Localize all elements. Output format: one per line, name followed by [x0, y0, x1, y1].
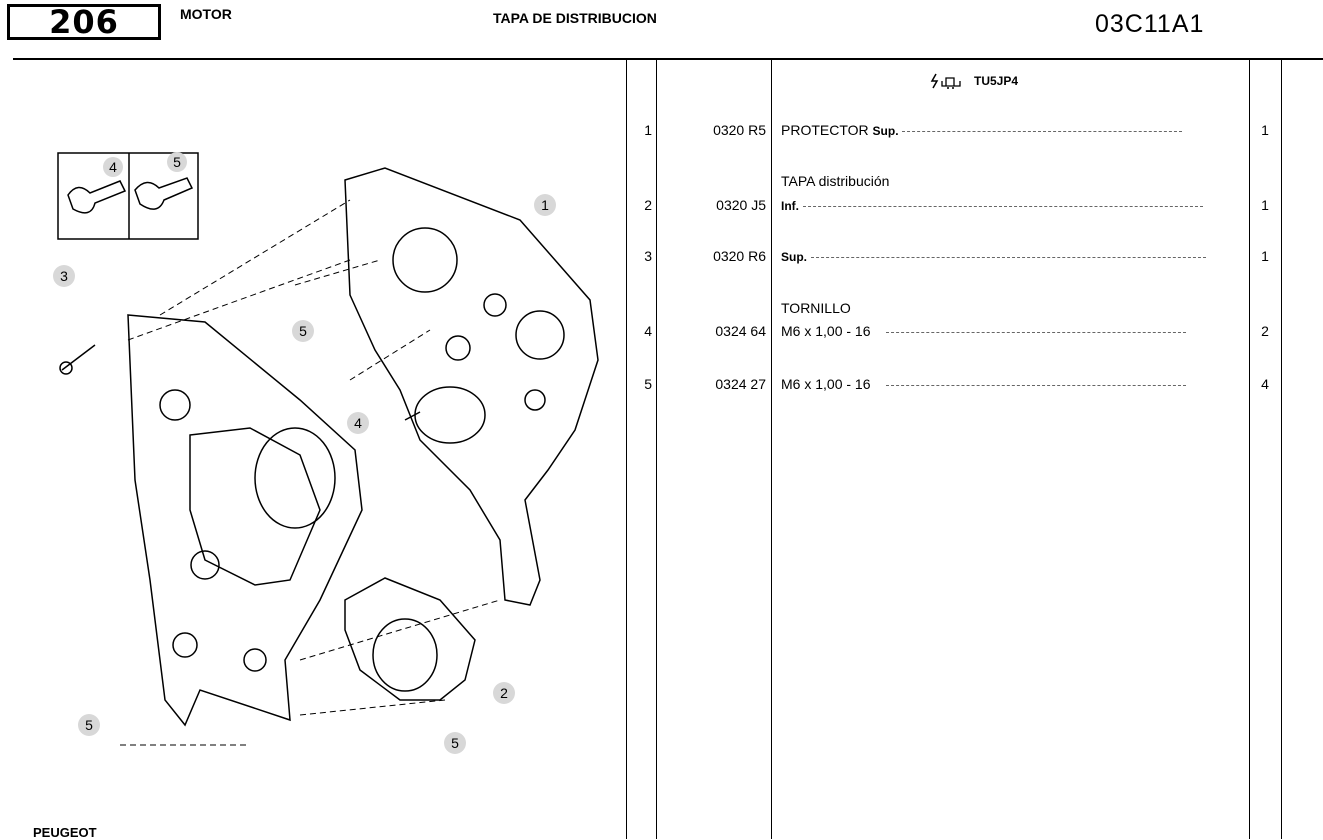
column-divider — [771, 60, 772, 839]
leader-line — [886, 384, 1187, 386]
lower-cover-shape — [127, 314, 363, 727]
screw-inset-box — [57, 152, 199, 240]
callout-5: 5 — [451, 735, 459, 751]
header-rule — [13, 58, 1323, 60]
leader-line — [810, 256, 1206, 258]
callout-5: 5 — [85, 717, 93, 733]
row-3-description: Sup. — [781, 248, 1221, 264]
row-2-group-title: TAPA distribución — [781, 173, 890, 189]
engine-spark-icon — [930, 73, 961, 89]
row-1-number: 1 — [644, 122, 652, 138]
row-3-number: 3 — [644, 248, 652, 264]
row-5-part-number[interactable]: 0324 27 — [715, 376, 766, 392]
leader-line — [886, 331, 1187, 333]
section-label: MOTOR — [180, 6, 232, 22]
plate-code: 03C11A1 — [1095, 10, 1205, 38]
row-5-number: 5 — [644, 376, 652, 392]
row-2-description: Inf. — [781, 197, 1221, 213]
row-3-quantity: 1 — [1261, 248, 1269, 264]
small-cover-shape — [344, 577, 476, 701]
callout-5: 5 — [173, 154, 181, 170]
row-1-quantity: 1 — [1261, 122, 1269, 138]
page-title: TAPA DE DISTRIBUCION — [493, 10, 657, 26]
callout-1: 1 — [541, 197, 549, 213]
upper-protector-shape — [344, 167, 599, 606]
exploded-parts-diagram: 1 2 3 4 4 5 5 5 5 — [53, 152, 599, 754]
callout-2: 2 — [500, 685, 508, 701]
row-2-number: 2 — [644, 197, 652, 213]
column-divider — [1281, 60, 1282, 839]
row-4-description: M6 x 1,00 - 16 — [781, 323, 1221, 339]
engine-code: TU5JP4 — [974, 74, 1019, 88]
model-logo: 206 — [7, 3, 161, 41]
callout-4: 4 — [109, 159, 117, 175]
row-2-quantity: 1 — [1261, 197, 1269, 213]
column-divider — [626, 60, 627, 839]
row-4-group-title: TORNILLO — [781, 300, 851, 316]
column-divider — [1249, 60, 1250, 839]
engine-header: TU5JP4 — [930, 72, 1018, 90]
row-4-quantity: 2 — [1261, 323, 1269, 339]
leader-line — [802, 205, 1203, 207]
row-3-part-number[interactable]: 0320 R6 — [713, 248, 766, 264]
callout-4: 4 — [354, 415, 362, 431]
leader-line — [902, 130, 1183, 132]
callout-3: 3 — [60, 268, 68, 284]
column-divider — [656, 60, 657, 839]
row-4-number: 4 — [644, 323, 652, 339]
row-5-description: M6 x 1,00 - 16 — [781, 376, 1221, 392]
row-1-description: PROTECTOR Sup. — [781, 122, 1221, 138]
row-2-part-number[interactable]: 0320 J5 — [716, 197, 766, 213]
callout-5: 5 — [299, 323, 307, 339]
row-4-part-number[interactable]: 0324 64 — [715, 323, 766, 339]
brand-label: PEUGEOT — [33, 825, 97, 840]
row-5-quantity: 4 — [1261, 376, 1269, 392]
row-1-part-number[interactable]: 0320 R5 — [713, 122, 766, 138]
